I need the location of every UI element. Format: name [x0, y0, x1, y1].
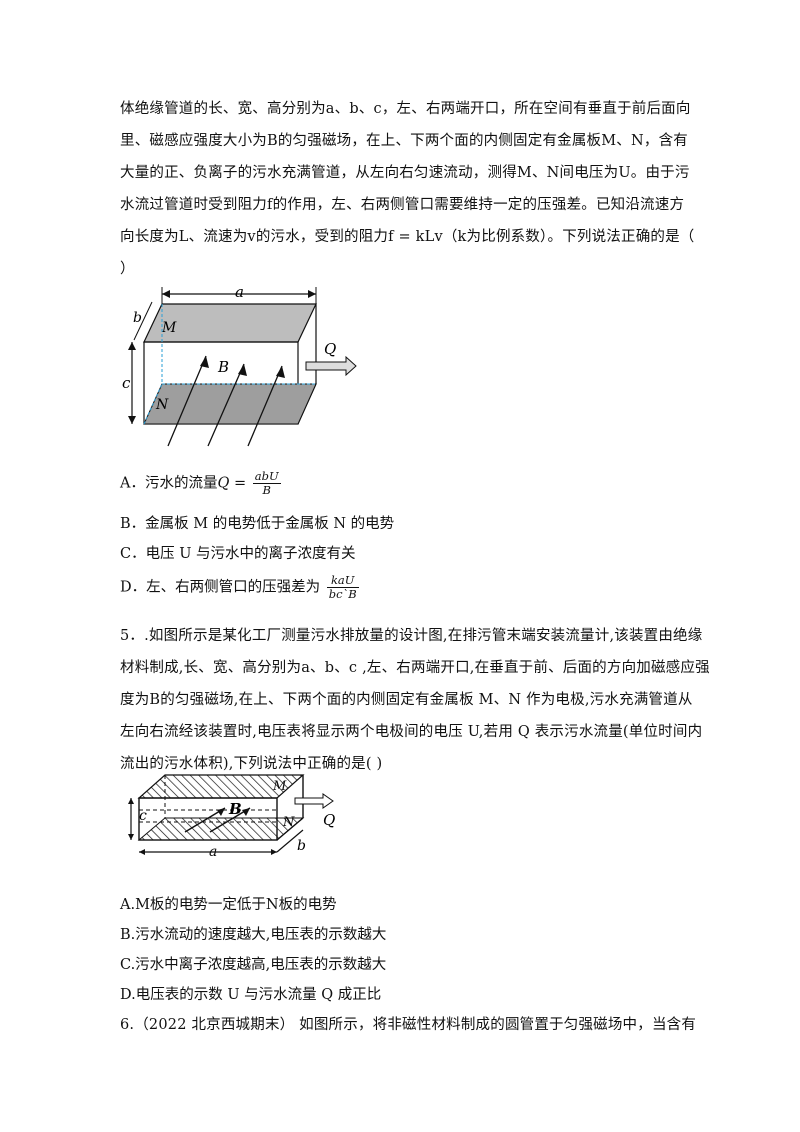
label-c: c: [122, 374, 131, 392]
label-B: B: [217, 358, 229, 376]
q5-option-b: B.污水流动的速度越大,电压表的示数越大: [120, 927, 387, 943]
q4-option-b: B．金属板 M 的电势低于金属板 N 的电势: [120, 516, 395, 532]
q4-text-line-4: 水流过管道时受到阻力f的作用，左、右两侧管口需要维持一定的压强差。已知沿流速方: [120, 197, 685, 213]
q5-option-c: C.污水中离子浓度越高,电压表的示数越大: [120, 957, 387, 973]
fig2-label-Q: Q: [323, 811, 335, 829]
q4-text-line-3: 大量的正、负离子的污水充满管道，从左向右匀速流动，测得M、N间电压为U。由于污: [120, 165, 690, 181]
q5-flowmeter-figure: M N B c a b Q: [128, 774, 335, 860]
fig2-label-a: a: [209, 844, 217, 860]
q5-text-line-3: 度为B的匀强磁场,在上、下两个面的内侧固定有金属板 M、N 作为电极,污水充满管…: [120, 692, 693, 708]
q4-text-line-2: 里、磁感应强度大小为B的匀强磁场，在上、下两个面的内侧固定有金属板M、N，含有: [120, 133, 688, 149]
fig2-label-b: b: [297, 838, 306, 854]
q4-pipe-figure: a b M N c B Q: [122, 283, 357, 447]
fig2-label-M: M: [272, 779, 287, 794]
q4-text-line-5: 向长度为L、流速为v的污水，受到的阻力f = kLv（k为比例系数）。下列说法正…: [120, 229, 695, 245]
q5-text-line-5: 流出的污水体积),下列说法中正确的是( ): [120, 756, 383, 772]
q5-text-line-2: 材料制成,长、宽、高分别为a、b、c ,左、右两端开口,在垂直于前、后面的方向加…: [120, 660, 710, 676]
label-b: b: [133, 310, 142, 326]
plate-N: [143, 383, 317, 425]
q5-text-line-4: 左向右流经该装置时,电压表将显示两个电极间的电压 U,若用 Q 表示污水流量(单…: [120, 724, 703, 740]
fig2-label-B: B: [228, 800, 242, 818]
fig2-label-c: c: [139, 808, 147, 824]
plate-N-hatched: [137, 817, 305, 841]
q5-option-a: A.M板的电势一定低于N板的电势: [120, 897, 337, 913]
q6-text-line-1: 6.（2022 北京西城期末） 如图所示，将非磁性材料制成的圆管置于匀强磁场中，…: [120, 1017, 697, 1033]
q4-text-line-6: ）: [120, 261, 135, 277]
q5-option-d: D.电压表的示数 U 与污水流量 Q 成正比: [120, 987, 382, 1003]
label-N: N: [155, 397, 169, 413]
q4-option-c: C．电压 U 与污水中的离子浓度有关: [120, 546, 356, 562]
q5-text-line-1: 5．.如图所示是某化工厂测量污水排放量的设计图,在排污管末端安装流量计,该装置由…: [120, 628, 703, 644]
q4-text-line-1: 体绝缘管道的长、宽、高分别为a、b、c，左、右两端开口，所在空间有垂直于前后面向: [120, 101, 691, 117]
label-a: a: [235, 283, 244, 301]
fig2-label-N: N: [282, 815, 295, 830]
label-M: M: [161, 320, 177, 336]
label-Q: Q: [324, 340, 336, 358]
